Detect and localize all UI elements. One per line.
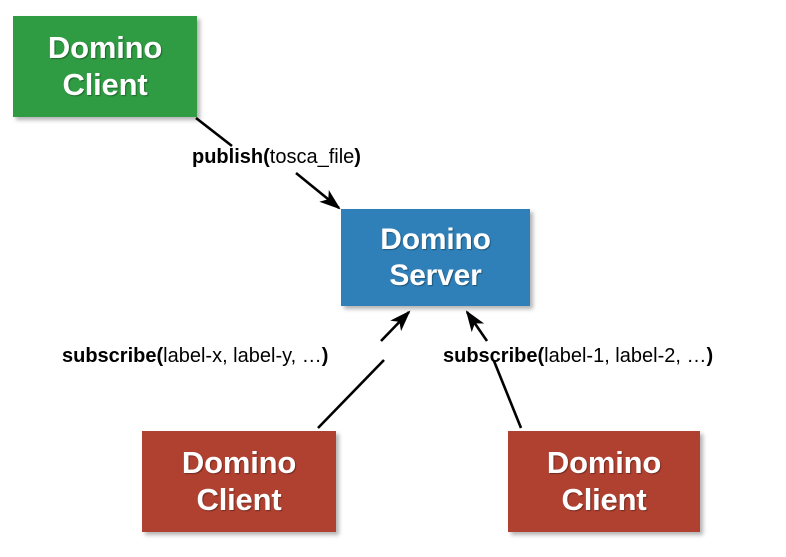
node-domino-server[interactable]: Domino Server <box>341 209 530 306</box>
publish-edge-segment-upper <box>195 116 233 148</box>
node-domino-client-subscriber-right[interactable]: Domino Client <box>508 431 700 532</box>
subscribe-edge-right-segment-upper <box>465 310 489 342</box>
edge-label-publish-args: tosca_file <box>269 146 355 168</box>
subscribe-edge-left-segment-upper <box>380 310 411 342</box>
node-label-line2: Client <box>561 481 647 517</box>
node-domino-client-publisher[interactable]: Domino Client <box>13 16 197 117</box>
edge-label-subscribe-right: subscribe(label-1, label-2, …) <box>443 346 713 366</box>
edge-label-subscribe-left-args: label-x, label-y, … <box>163 345 322 367</box>
subscribe-edge-right-segment-lower <box>492 360 523 429</box>
node-label-line2: Server <box>389 258 482 292</box>
edge-label-publish-close: ) <box>354 146 361 168</box>
edge-label-publish-open: publish( <box>192 146 270 168</box>
node-domino-client-subscriber-left[interactable]: Domino Client <box>142 431 336 532</box>
node-label-line2: Client <box>62 66 148 102</box>
edge-label-subscribe-right-close: ) <box>706 345 714 367</box>
subscribe-edge-left-segment-lower <box>317 359 385 429</box>
edge-label-subscribe-left-close: ) <box>321 345 329 367</box>
edge-label-subscribe-left-open: subscribe( <box>62 345 164 367</box>
edge-label-subscribe-right-open: subscribe( <box>443 345 545 367</box>
node-label-line2: Client <box>196 481 282 517</box>
node-label-line1: Domino <box>181 444 297 480</box>
node-label-line1: Domino <box>380 223 491 257</box>
edge-label-publish: publish(tosca_file) <box>192 147 361 167</box>
node-label-line1: Domino <box>546 444 662 480</box>
node-label-line1: Domino <box>47 29 163 65</box>
edge-label-subscribe-right-args: label-1, label-2, … <box>544 345 707 367</box>
publish-edge-segment-lower <box>295 171 341 210</box>
edge-label-subscribe-left: subscribe(label-x, label-y, …) <box>62 346 328 366</box>
